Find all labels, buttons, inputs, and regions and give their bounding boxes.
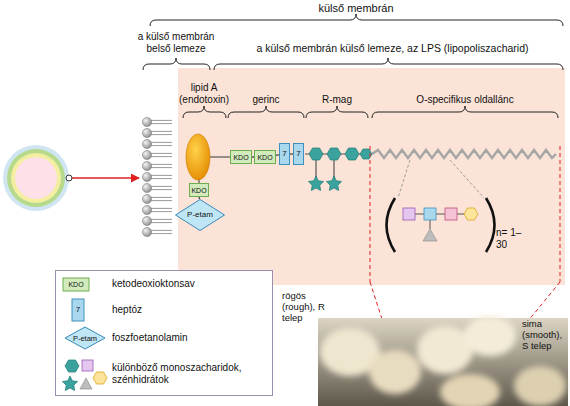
node-text: KDO [233,154,248,161]
label-text: sima (smooth), S telep [522,318,568,351]
legend-sample [62,376,77,391]
legend-sample [80,378,92,389]
node-text: KDO [191,187,206,194]
kdo-box: KDO [189,183,209,197]
phospholipid [142,183,172,192]
cell-wall-ring [11,153,61,203]
cell-wall-ring [3,145,69,211]
label-text: O-specifikus oldallánc [395,94,535,106]
band-heading: a külső membrán külső lemeze, az LPS (li… [220,42,565,54]
legend-text: foszfoetanolamin [112,332,262,344]
hexose-symbol [309,148,323,160]
node-text: 7 [282,150,286,158]
sugar-square [445,208,457,220]
label-text: R-mag [307,94,367,106]
zoom-point [66,175,72,181]
label-text: rögös (rough), R telep [282,290,328,323]
bond-line [410,214,470,215]
hexose-symbol [345,148,359,160]
brace [150,14,563,26]
heptose-box: 7 [279,143,290,165]
bond-line [430,220,431,229]
label-text: P-etam [65,334,105,343]
legend-text: heptóz [112,304,262,316]
phospholipid [142,128,172,137]
sugar-square [403,208,415,220]
label-text: gerinc [236,94,296,106]
zoom-arrow [72,177,139,179]
phospholipid [142,161,172,170]
bond-line [210,156,230,157]
phospholipid [142,216,172,225]
label-text: n= 1–30 [496,227,522,251]
node-text: 7 [296,150,300,158]
legend-sample [82,360,93,371]
diamond-shape [176,200,225,231]
label-text: lipid A (endotoxin) [175,82,233,106]
cell-wall-ring [7,149,65,207]
kdo-box: KDO [254,150,276,164]
legend-text: különböző monoszacharidok, szénhidrátok [112,362,267,386]
label-text: 7 [72,305,84,315]
legend-frame [56,271,273,396]
sugar-square [424,208,436,220]
hexose-symbol [327,148,341,160]
legend-sample [72,299,84,321]
phospholipid [142,150,172,159]
label-text: KDO [63,281,89,289]
node-text: P-etam [187,211,213,219]
phospholipid [142,117,172,126]
lipid-a-oval [186,134,210,180]
phospholipid [142,194,172,203]
phospholipid [142,139,172,148]
p-etam-diamond: P-etam [175,199,225,231]
legend-sample [65,360,79,372]
cell-cytoplasm [15,157,57,199]
kdo-box: KDO [230,150,252,164]
hexose-symbol [464,208,478,220]
label-text: külső membrán [256,2,456,15]
phospholipid [142,172,172,181]
legend-sample [63,278,89,291]
legend-sample [93,372,107,384]
phospholipid [142,205,172,214]
heptose-box: 7 [293,143,304,165]
label-text: a külső membrán belső lemeze [136,31,216,55]
legend-sample [65,327,105,349]
phospholipid [142,227,172,236]
legend-text: ketodeoxioktonsav [112,278,262,290]
node-text: KDO [257,154,272,161]
